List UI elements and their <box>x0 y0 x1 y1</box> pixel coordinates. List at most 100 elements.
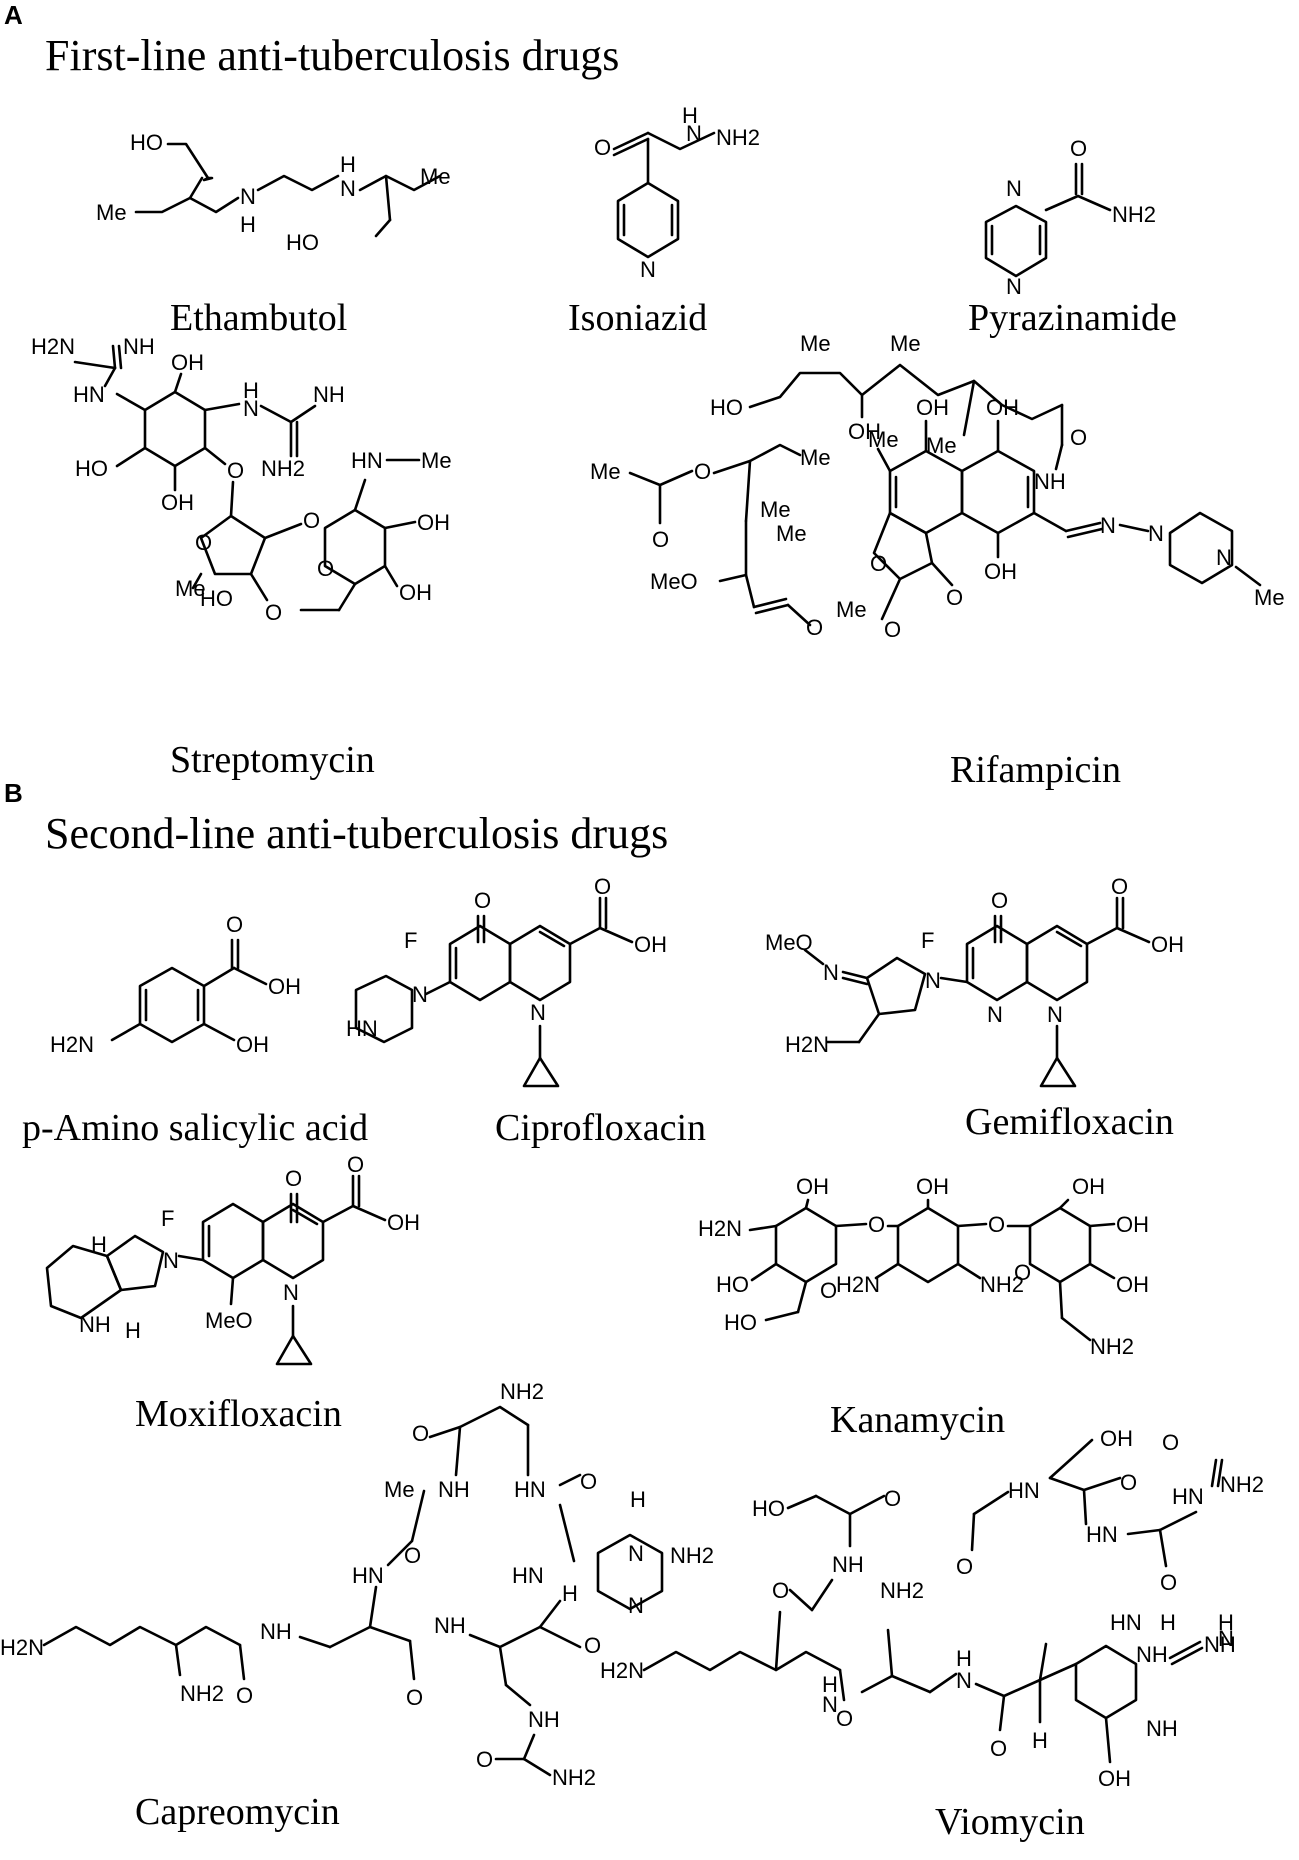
moxifloxacin-name: Moxifloxacin <box>135 1393 342 1435</box>
atom-label: NH <box>79 1312 111 1337</box>
atom-label: Me <box>776 521 807 546</box>
atom-label: H <box>240 212 256 237</box>
atom-label: N <box>987 1002 1003 1027</box>
atom-label: NH <box>1034 469 1066 494</box>
atom-label: OH <box>848 419 881 444</box>
atom-label: HN <box>73 382 105 407</box>
atom-label: N <box>1047 1002 1063 1027</box>
atom-label: H <box>562 1581 578 1606</box>
atom-label: N <box>640 257 656 282</box>
atom-label: O <box>1160 1570 1177 1595</box>
isoniazid-structure: O H N NH2 N <box>594 103 760 282</box>
atom-label: O <box>988 1212 1005 1237</box>
panel-b-title: Second-line anti-tuberculosis drugs <box>45 809 669 858</box>
atom-label: OH <box>399 580 432 605</box>
atom-label: HO <box>724 1310 757 1335</box>
atom-label: HO <box>286 230 319 255</box>
atom-label: H <box>682 103 698 128</box>
atom-label: H2N <box>0 1635 44 1660</box>
atom-label: H <box>91 1232 107 1257</box>
atom-label: H2N <box>50 1032 94 1057</box>
atom-label: OH <box>268 974 301 999</box>
atom-label: O <box>584 1633 601 1658</box>
atom-label: N <box>1218 1626 1234 1651</box>
atom-label: O <box>772 1578 789 1603</box>
panel-a-title: First-line anti-tuberculosis drugs <box>45 31 620 80</box>
atom-label: O <box>884 617 901 642</box>
atom-label: HO <box>130 130 163 155</box>
atom-label: O <box>580 1469 597 1494</box>
atom-label: F <box>921 928 934 953</box>
gemifloxacin-name: Gemifloxacin <box>965 1101 1174 1143</box>
atom-label: Me <box>590 459 621 484</box>
atom-label: HN <box>1008 1478 1040 1503</box>
atom-label: H2N <box>600 1658 644 1683</box>
atom-label: O <box>226 912 243 937</box>
capreomycin-structure: NH2 O Me NH HN O O HN HN H H N NH2 N H2N… <box>0 1379 714 1790</box>
atom-label: O <box>1120 1470 1137 1495</box>
atom-label: O <box>347 1152 364 1177</box>
atom-label: O <box>1070 136 1087 161</box>
atom-label: HN <box>1172 1484 1204 1509</box>
atom-label: O <box>946 585 963 610</box>
atom-label: F <box>404 928 417 953</box>
atom-label: HO <box>716 1272 749 1297</box>
atom-label: OH <box>796 1174 829 1199</box>
atom-label: O <box>265 600 282 625</box>
atom-label: O <box>1111 874 1128 899</box>
atom-label: O <box>868 1212 885 1237</box>
atom-label: OH <box>916 395 949 420</box>
atom-label: N <box>956 1668 972 1693</box>
ethambutol-name: Ethambutol <box>170 297 348 339</box>
atom-label: NH2 <box>716 125 760 150</box>
atom-label: N <box>686 121 702 146</box>
atom-label: O <box>884 1486 901 1511</box>
atom-label: N <box>1100 513 1116 538</box>
streptomycin-structure: H2N NH HN OH H N NH NH2 HO OH O O O O HO… <box>31 334 452 625</box>
atom-label: N <box>1006 176 1022 201</box>
atom-label: NH2 <box>180 1681 224 1706</box>
atom-label: NH <box>832 1552 864 1577</box>
ciprofloxacin-structure: O F O OH N N HN <box>346 874 667 1088</box>
atom-label: Me <box>800 331 831 356</box>
atom-label: NH2 <box>980 1272 1024 1297</box>
atom-label: MeO <box>205 1308 253 1333</box>
atom-label: NH <box>260 1619 292 1644</box>
atom-label: H <box>340 152 356 177</box>
atom-label: HN <box>352 1563 384 1588</box>
atom-label: N <box>412 982 428 1007</box>
atom-label: N <box>1148 521 1164 546</box>
atom-label: N <box>628 1593 644 1618</box>
atom-label: Me <box>1254 585 1285 610</box>
moxifloxacin-structure: O F O OH N MeO N H NH H <box>45 1152 420 1366</box>
atom-label: NH <box>528 1707 560 1732</box>
atom-label: NH <box>438 1477 470 1502</box>
capreomycin-name: Capreomycin <box>135 1791 340 1833</box>
atom-label: Me <box>96 200 127 225</box>
atom-label: Me <box>421 448 452 473</box>
atom-label: N <box>822 1692 838 1717</box>
atom-label: H2N <box>31 334 75 359</box>
atom-label: Me <box>420 164 451 189</box>
atom-label: F <box>161 1206 174 1231</box>
atom-label: NH <box>1204 1632 1236 1657</box>
atom-label: OH <box>387 1210 420 1235</box>
atom-label: N <box>1216 545 1232 570</box>
gemifloxacin-structure: O F O OH N N N N MeO H2N <box>765 874 1184 1088</box>
atom-label: H <box>822 1672 838 1697</box>
atom-label: NH <box>313 382 345 407</box>
atom-label: OH <box>986 395 1019 420</box>
atom-label: H <box>1218 1610 1234 1635</box>
atom-label: O <box>404 1543 421 1568</box>
atom-label: O <box>406 1685 423 1710</box>
atom-label: Me <box>760 497 791 522</box>
atom-label: N <box>283 1280 299 1305</box>
atom-label: HO <box>200 586 233 611</box>
atom-label: N <box>243 396 259 421</box>
atom-label: O <box>1014 1260 1031 1285</box>
atom-label: O <box>836 1706 853 1731</box>
atom-label: Me <box>868 427 899 452</box>
atom-label: O <box>594 874 611 899</box>
atom-label: O <box>806 615 823 640</box>
